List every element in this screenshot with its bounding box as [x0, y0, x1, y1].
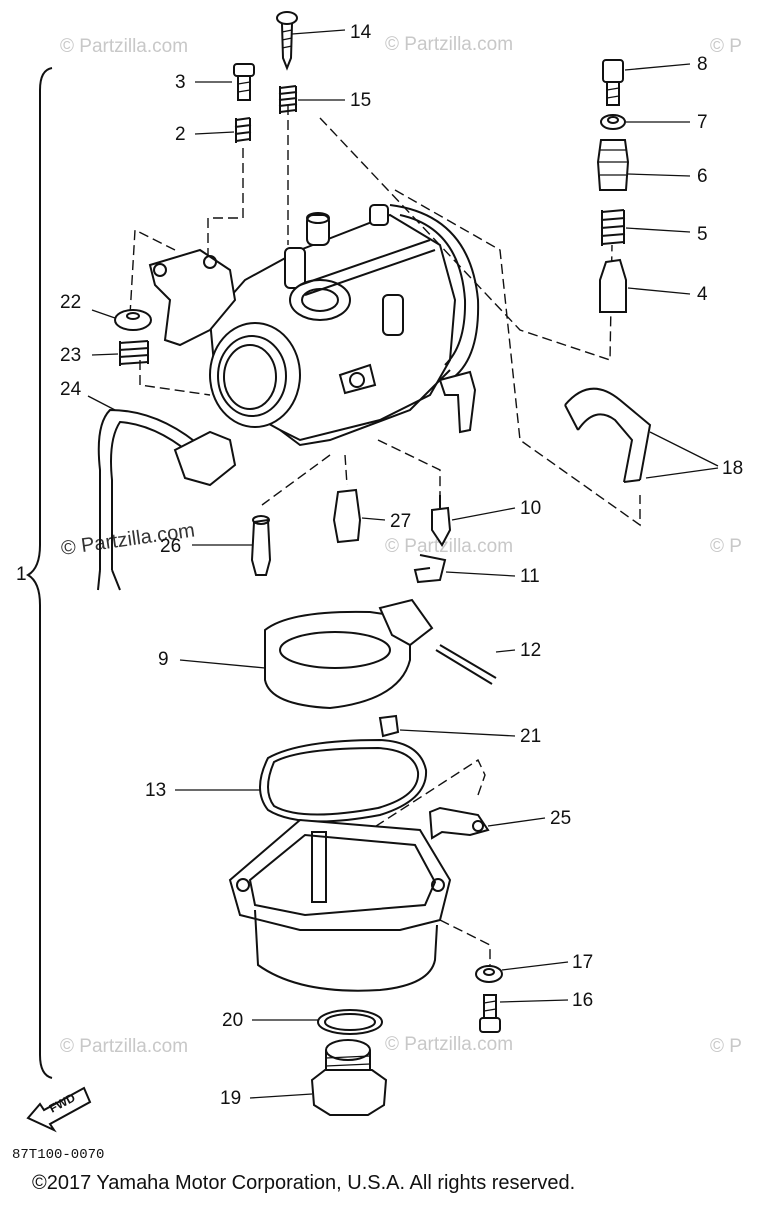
part-20-o-ring	[317, 1009, 383, 1035]
callout-21: 21	[520, 726, 541, 747]
watermark: © P	[710, 1036, 742, 1057]
callout-20: 20	[222, 1010, 243, 1031]
drawing-code: 87T100-0070	[12, 1147, 104, 1163]
watermark: © P	[710, 36, 742, 57]
watermark: © P	[710, 536, 742, 557]
part-22-washer	[114, 309, 152, 331]
callout-22: 22	[60, 292, 81, 313]
callout-6: 6	[697, 166, 708, 187]
callouts: 14 15 3 2 8 7 6 5 4 22 23 24 18 10 27 26…	[16, 22, 743, 1109]
part-26-jet	[250, 515, 272, 576]
copyright-notice: ©2017 Yamaha Motor Corporation, U.S.A. A…	[32, 1172, 575, 1194]
part-14-screw	[276, 11, 298, 71]
callout-2: 2	[175, 124, 186, 145]
callout-14: 14	[350, 22, 372, 43]
part-10-needle-valve	[431, 495, 452, 547]
part-27-jet	[332, 488, 362, 544]
watermark: © Partzilla.com	[385, 34, 513, 55]
leader-lines	[87, 29, 719, 1099]
callout-5: 5	[697, 224, 708, 245]
part-3-screw	[233, 63, 255, 101]
callout-9: 9	[158, 649, 169, 670]
part-5-spring	[600, 209, 626, 246]
callout-12: 12	[520, 640, 541, 661]
part-25-bracket	[428, 806, 490, 840]
callout-27: 27	[390, 511, 411, 532]
watermark: © Partzilla.com	[385, 1034, 513, 1055]
callout-19: 19	[220, 1088, 241, 1109]
part-15-spring	[278, 85, 298, 114]
callout-17: 17	[572, 952, 593, 973]
callout-16: 16	[572, 990, 593, 1011]
part-24-wire-harness	[97, 408, 237, 591]
callout-7: 7	[697, 112, 708, 133]
part-11-clip	[413, 554, 447, 584]
carburetor-body	[148, 204, 480, 447]
callout-8: 8	[697, 54, 708, 75]
watermark: © Partzilla.com	[60, 1036, 188, 1057]
callout-23: 23	[60, 345, 81, 366]
fwd-arrow-icon: FWD	[26, 1086, 92, 1133]
part-18-hose	[564, 387, 652, 483]
callout-25: 25	[550, 808, 571, 829]
part-6-jet	[596, 139, 630, 191]
part-21-plug	[378, 714, 400, 738]
callout-4: 4	[697, 284, 708, 305]
part-19-drain-plug	[310, 1039, 388, 1116]
watermark: © Partzilla.com	[385, 536, 513, 557]
part-2-spring	[234, 117, 252, 143]
part-13-gasket	[259, 738, 428, 823]
part-23-spring	[118, 340, 150, 366]
assembly-brace	[26, 67, 53, 1079]
part-17-washer	[475, 965, 503, 983]
callout-15: 15	[350, 90, 371, 111]
callout-11: 11	[520, 566, 540, 587]
part-16-screw	[479, 994, 501, 1033]
float-bowl	[228, 818, 452, 992]
callout-18: 18	[722, 458, 743, 479]
callout-13: 13	[145, 780, 166, 801]
part-12-pin	[435, 644, 497, 685]
callout-24: 24	[60, 379, 82, 400]
callout-10: 10	[520, 498, 541, 519]
part-9-float	[264, 598, 434, 710]
callout-1: 1	[16, 564, 27, 585]
part-8-screw	[602, 59, 624, 106]
callout-26: 26	[160, 536, 181, 557]
part-7-washer	[600, 114, 626, 130]
part-4-plunger	[599, 258, 627, 313]
watermark: © Partzilla.com	[60, 36, 188, 57]
callout-3: 3	[175, 72, 186, 93]
